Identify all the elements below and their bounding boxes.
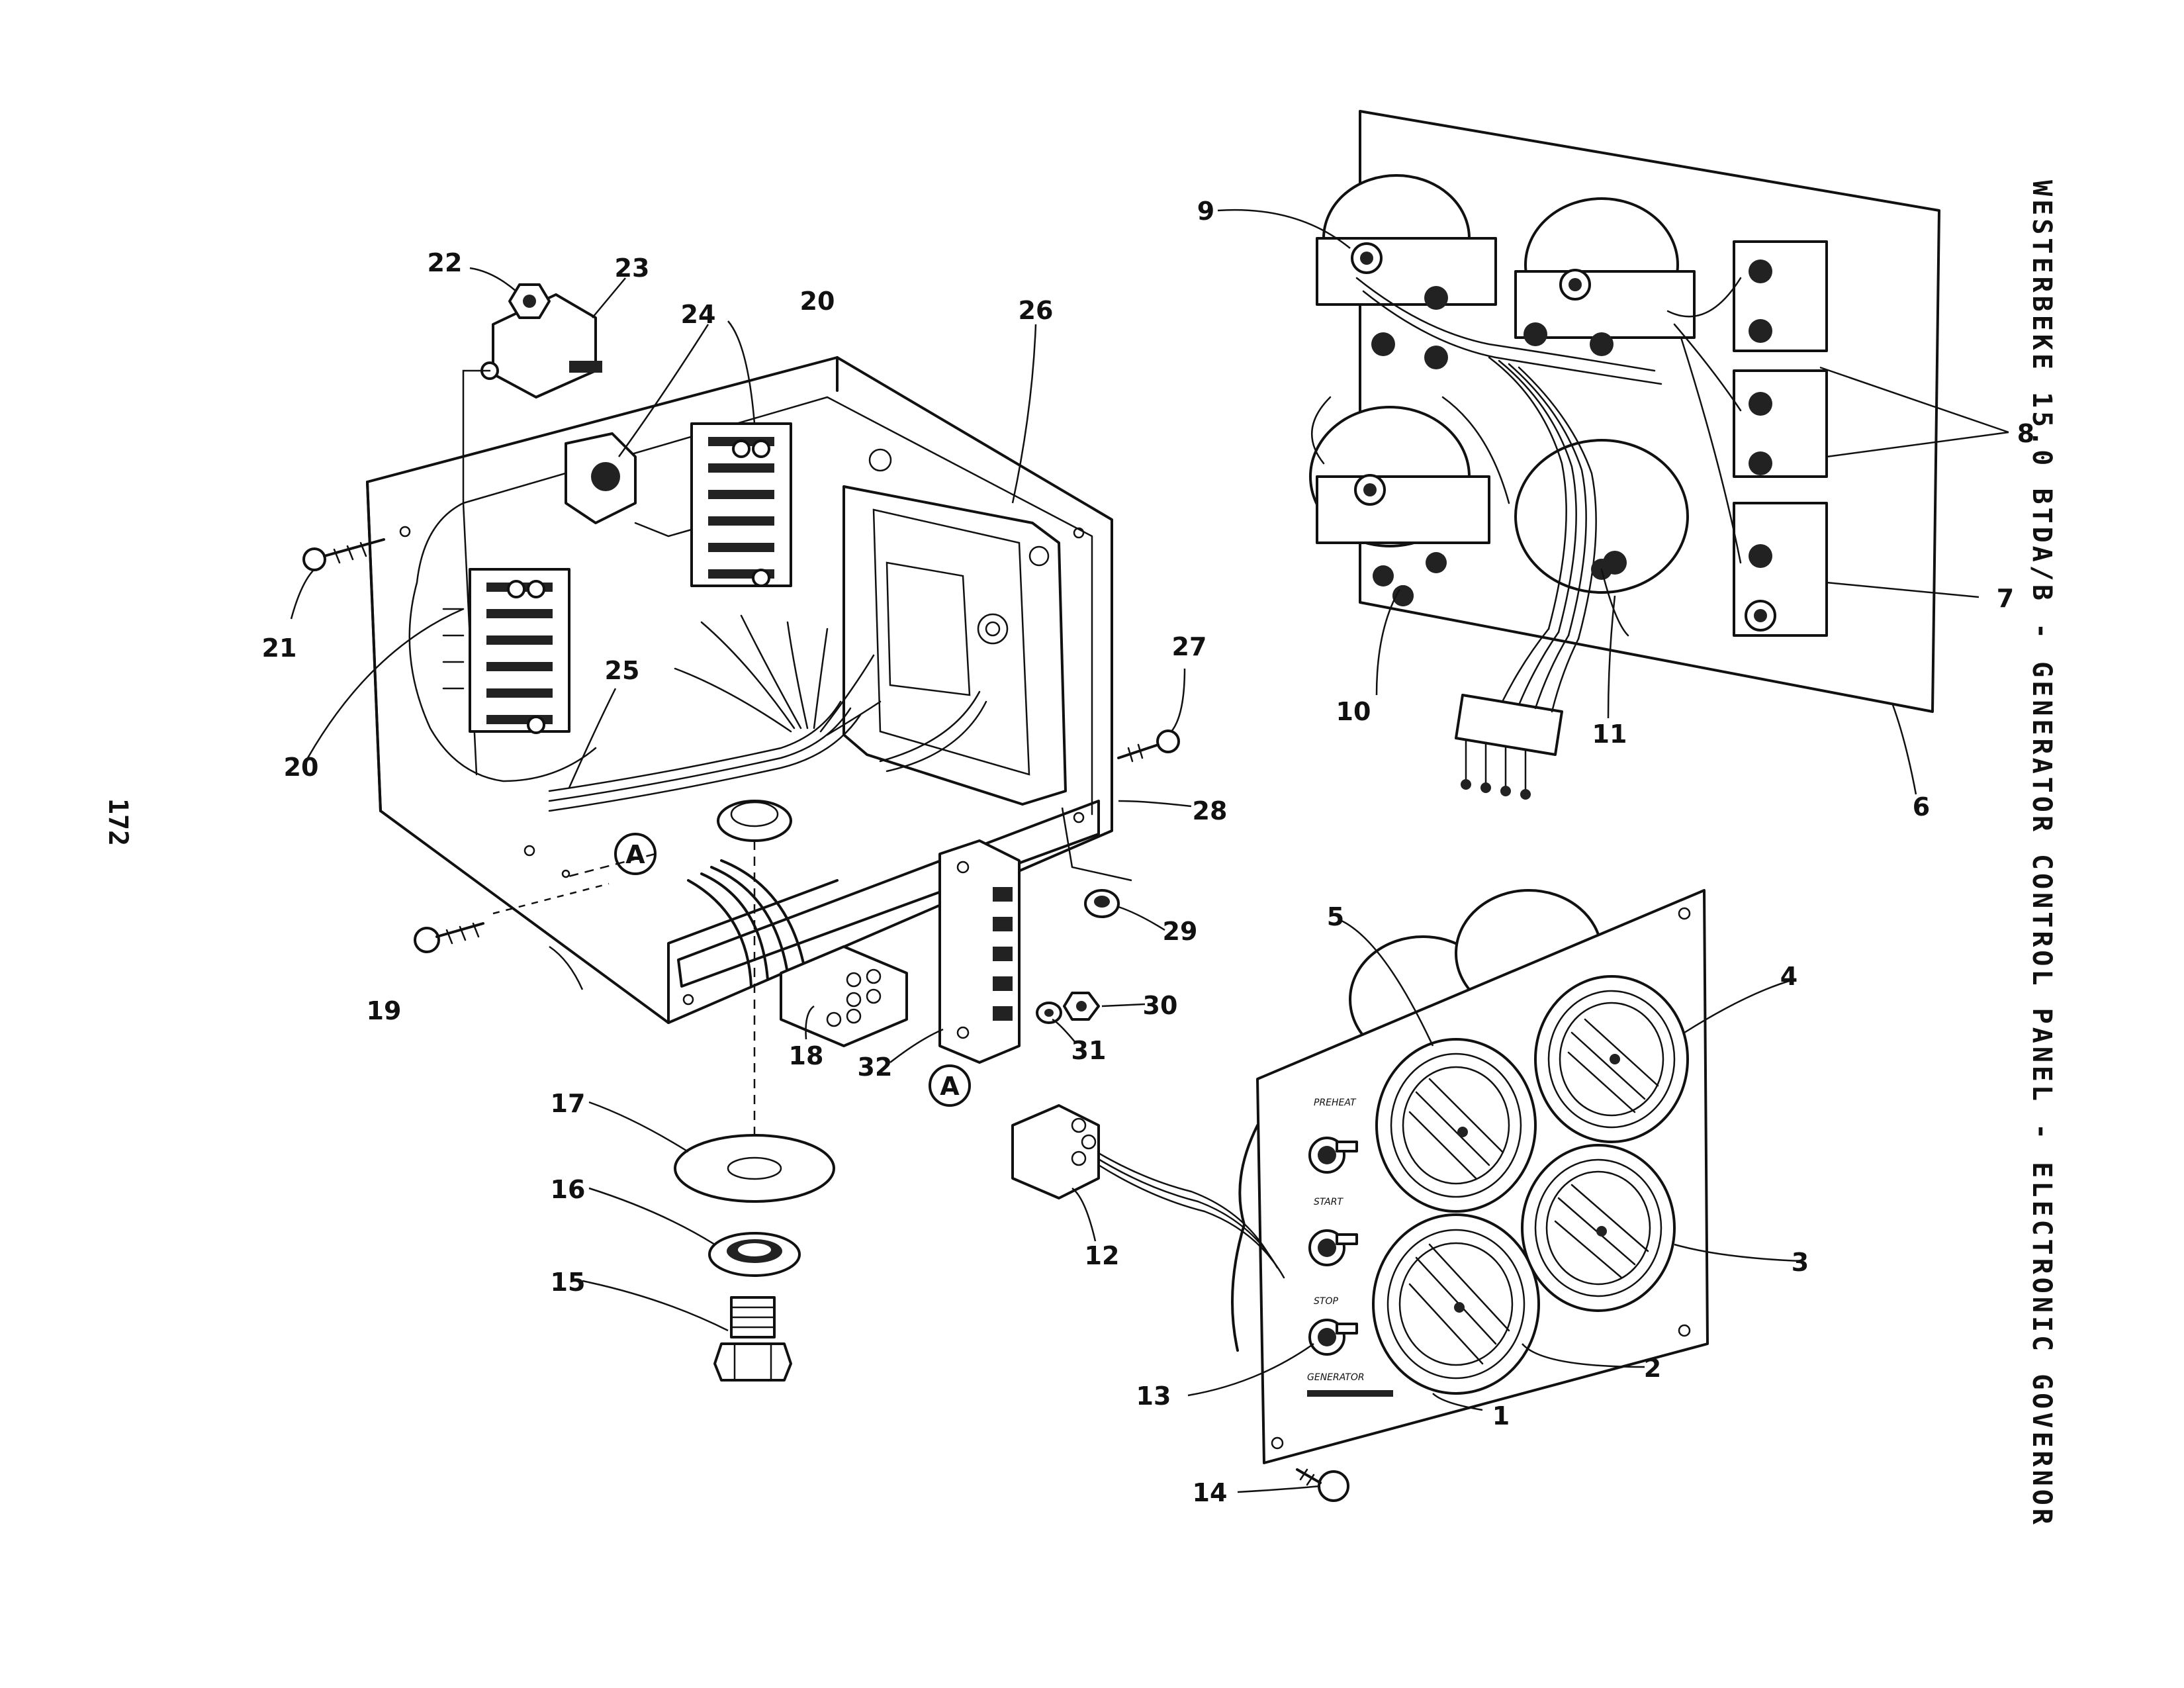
terminal-block <box>938 839 1021 1064</box>
gauge-lower-left <box>1372 1213 1540 1395</box>
leader-lines <box>290 209 2009 1493</box>
part-label-20b: 20 <box>284 753 319 782</box>
threaded-fitting <box>713 1296 792 1382</box>
start-switch: START <box>1308 1197 1358 1266</box>
part-label-28: 28 <box>1193 796 1228 825</box>
part-label-25: 25 <box>605 656 640 685</box>
part-label-4: 4 <box>1780 962 1797 991</box>
reference-marker-lower: A <box>929 1064 971 1107</box>
gauge-lower-right <box>1521 1144 1676 1312</box>
part-label-11: 11 <box>1592 720 1627 749</box>
part-label-12: 12 <box>1085 1241 1120 1270</box>
part-number-labels: 1 2 3 4 5 6 7 8 9 10 11 12 13 14 15 16 1… <box>262 197 2035 1507</box>
gauge-upper-left <box>1375 1038 1537 1213</box>
part-label-18: 18 <box>789 1041 824 1070</box>
box-grommet <box>717 800 792 842</box>
part-label-19: 19 <box>367 996 402 1025</box>
screw-14 <box>1296 1468 1349 1502</box>
screw-27 <box>1117 729 1180 763</box>
stop-switch: STOP <box>1308 1296 1358 1356</box>
grommet-seal <box>708 1232 801 1277</box>
nut-22 <box>508 283 551 319</box>
gauge-upper-right <box>1534 975 1689 1143</box>
part-label-14: 14 <box>1193 1478 1228 1507</box>
part-label-22: 22 <box>428 248 463 277</box>
part-label-7: 7 <box>1997 584 2014 613</box>
part-label-3: 3 <box>1792 1248 1809 1277</box>
part-label-29: 29 <box>1163 917 1198 946</box>
part-label-8: 8 <box>2017 419 2034 448</box>
part-label-2: 2 <box>1644 1354 1661 1383</box>
panel-rear-view <box>1309 110 1940 800</box>
fuse-holder <box>565 432 693 538</box>
part-label-6: 6 <box>1913 792 1930 821</box>
part-label-20a: 20 <box>800 287 835 316</box>
generator-plate-label: GENERATOR <box>1307 1372 1365 1383</box>
part-label-26: 26 <box>1019 296 1054 325</box>
screw-21 <box>302 538 385 571</box>
part-label-27: 27 <box>1172 632 1207 661</box>
part-label-23: 23 <box>615 254 650 283</box>
part-label-1: 1 <box>1492 1401 1510 1430</box>
panel-front-view: PREHEAT START STOP GENERATOR <box>1011 889 1709 1464</box>
connector-plug <box>780 945 908 1047</box>
part-label-24: 24 <box>681 300 716 329</box>
part-label-31: 31 <box>1071 1036 1107 1065</box>
wiring-harness <box>548 614 882 988</box>
terminal-strip-upper <box>690 422 792 587</box>
start-switch-label: START <box>1314 1197 1343 1207</box>
relay <box>462 293 602 504</box>
nut-29 <box>1084 889 1120 918</box>
part-label-5: 5 <box>1327 902 1344 931</box>
part-label-16: 16 <box>551 1175 586 1204</box>
nut-30 <box>1063 992 1100 1021</box>
reference-marker-upper: A <box>614 833 657 875</box>
stop-switch-label: STOP <box>1314 1296 1338 1307</box>
part-label-32: 32 <box>858 1053 893 1082</box>
preheat-switch-label: PREHEAT <box>1314 1098 1357 1108</box>
part-label-17: 17 <box>551 1089 586 1118</box>
part-label-9: 9 <box>1197 197 1214 226</box>
screw-19 <box>414 882 610 953</box>
part-label-30: 30 <box>1143 991 1178 1020</box>
part-label-15: 15 <box>551 1268 586 1297</box>
part-label-13: 13 <box>1136 1382 1171 1411</box>
terminal-strip-lower <box>442 568 570 734</box>
governor-module <box>842 448 1067 806</box>
part-label-21: 21 <box>262 633 297 663</box>
reference-marker-upper-text: A <box>625 840 645 869</box>
washer-31 <box>1036 1002 1062 1024</box>
flat-washer <box>674 1134 835 1203</box>
reference-marker-lower-text: A <box>940 1072 960 1101</box>
preheat-switch: PREHEAT <box>1308 1098 1358 1174</box>
part-label-10: 10 <box>1336 697 1371 726</box>
